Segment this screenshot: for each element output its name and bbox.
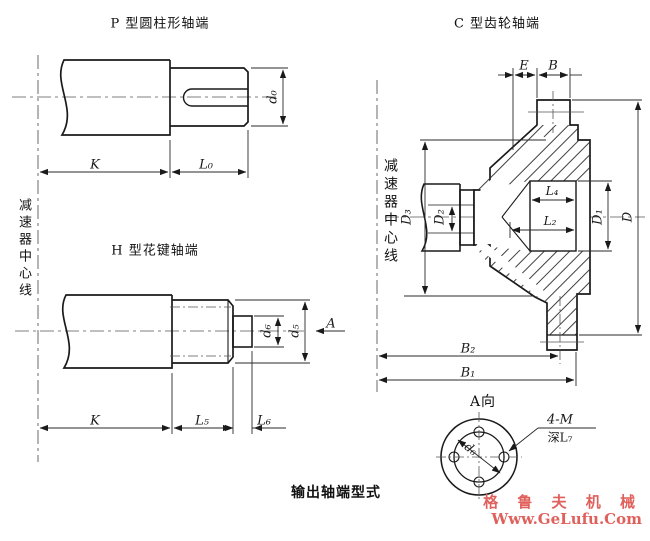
drawing-caption: 输出轴端型式 [291,485,381,501]
watermark-company: 格 鲁 夫 机 械 [483,493,642,511]
dim-d6-h: d₆ [259,324,275,338]
bolt-depth-label: 深L₇ [547,430,573,445]
gear-bore [529,180,577,252]
left-centerline-label: 减速器中心线 [16,198,31,300]
dim-D1: D₁ [590,209,606,225]
p-type-drawing [12,59,288,178]
bolt-holes-label: 4-M [547,412,573,428]
dim-d0: d₀ [265,90,281,104]
c-dimensions [378,68,642,386]
dim-L0: L₀ [199,157,213,173]
c-type-drawing [376,68,645,392]
view-a-label: A [326,316,336,332]
dim-L4: L₄ [545,184,559,198]
dim-D: D [620,211,636,223]
c-type-title: C 型齿轮轴端 [453,16,541,32]
dim-L5: L₅ [195,413,209,429]
a-view-drawing [436,412,596,502]
watermark: 格 鲁 夫 机 械 Www.GeLufu.Com [483,494,642,528]
bolt-circle-dim [457,439,501,474]
dim-K-p: K [90,157,100,173]
keyway [182,88,248,107]
c-centerline-label: 减速器中心线 [382,158,398,266]
dim-d5: d₅ [287,324,303,338]
dim-B2: B₂ [460,341,476,357]
bolt-leader [508,427,596,452]
p-type-title: P 型圆柱形轴端 [110,16,210,32]
dim-D3: D₃ [399,209,415,225]
dim-E: E [519,58,529,74]
h-dimensions [39,299,345,434]
p-dimensions [39,67,288,178]
dim-L6: L₆ [257,413,271,429]
h-type-title: H 型花键轴端 [111,243,199,259]
dim-B: B [548,58,558,74]
dim-L2: L₂ [543,214,557,228]
dim-D2: D₂ [432,209,448,225]
watermark-url: Www.GeLufu.Com [491,510,642,528]
a-view-title: A向 [469,394,497,410]
dim-B1: B₁ [460,365,476,381]
dim-K-h: K [90,413,100,429]
h-type-drawing [15,294,345,434]
